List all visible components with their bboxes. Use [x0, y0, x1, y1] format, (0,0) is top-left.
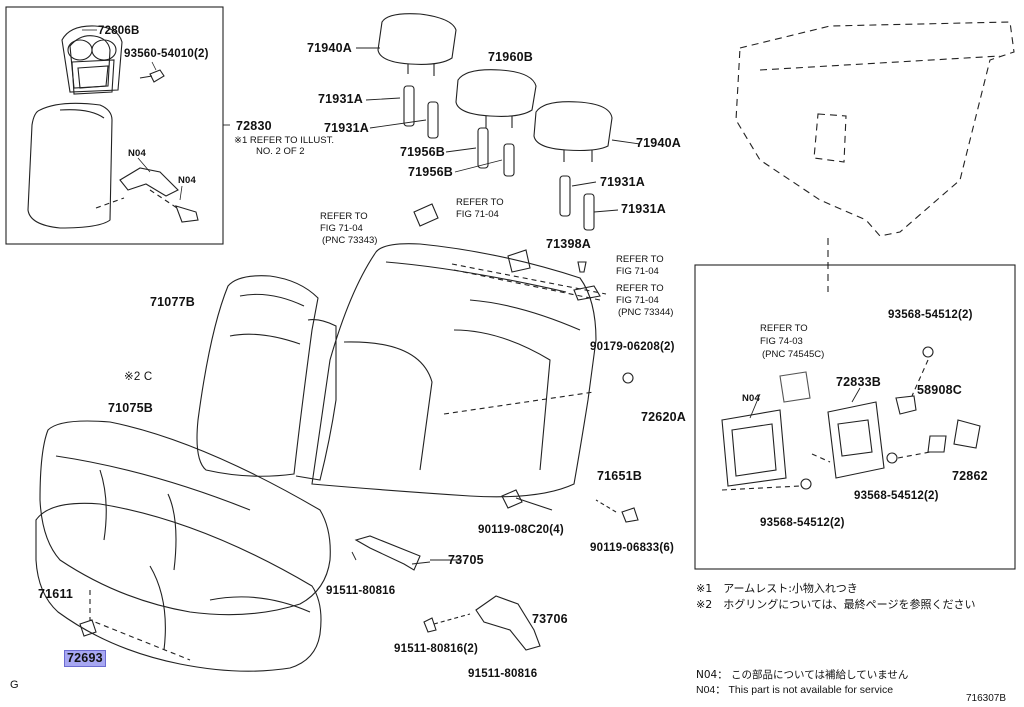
part-91511-80816-b[interactable]: 91511-80816(2) — [394, 643, 479, 655]
part-71931A-3[interactable]: 71931A — [600, 175, 645, 189]
part-71077B[interactable]: 71077B — [150, 295, 195, 309]
refer-fig-71-04-c2: FIG 71-04 — [616, 266, 659, 277]
part-90119-08C20[interactable]: 90119-08C20(4) — [478, 524, 564, 536]
part-71931A-4[interactable]: 71931A — [621, 202, 666, 216]
n04-label-3: N04 — [742, 393, 761, 404]
n04-label-2: N04 — [178, 175, 197, 186]
refer-fig-71-04-b: REFER TO — [320, 211, 368, 222]
refer-fig-74-03-2: FIG 74-03 — [760, 336, 803, 347]
refer-pnc-74545C: (PNC 74545C) — [762, 349, 825, 360]
part-72806B[interactable]: 72806B — [98, 25, 140, 37]
part-71398A[interactable]: 71398A — [546, 237, 591, 251]
part-71611[interactable]: 71611 — [38, 587, 74, 601]
part-90119-06833[interactable]: 90119-06833(6) — [590, 542, 675, 554]
refer-fig-71-04-d2: FIG 71-04 — [616, 295, 659, 306]
part-72833B[interactable]: 72833B — [836, 375, 881, 389]
inset-parts-drawing — [721, 346, 981, 491]
part-71956B-2[interactable]: 71956B — [408, 165, 453, 179]
seat-cushion-drawing — [35, 420, 331, 672]
figure-code: 716307B — [966, 693, 1007, 704]
refer-fig-71-04-a2: FIG 71-04 — [456, 209, 499, 220]
part-93568-54512-b[interactable]: 93568-54512(2) — [854, 490, 939, 502]
part-93560-54010[interactable]: 93560-54010(2) — [124, 48, 209, 60]
part-72620A[interactable]: 72620A — [641, 410, 686, 424]
part-91511-80816-c[interactable]: 91511-80816 — [468, 668, 538, 680]
part-72693-highlighted[interactable]: 72693 — [64, 650, 106, 667]
bolt-drawing — [622, 372, 634, 384]
part-93568-54512-a[interactable]: 93568-54512(2) — [888, 309, 973, 321]
part-71956B-1[interactable]: 71956B — [400, 145, 445, 159]
refer-fig-71-04-d: REFER TO — [616, 283, 664, 294]
part-72830[interactable]: 72830 — [236, 119, 272, 133]
package-tray-drawing — [735, 21, 1015, 292]
note-no-2-of-2: NO. 2 OF 2 — [256, 146, 305, 157]
seat-back-right-drawing — [311, 243, 597, 498]
part-71960B[interactable]: 71960B — [488, 50, 533, 64]
clip-72693-drawing — [79, 619, 97, 637]
note-refer-illust: ※1 REFER TO ILLUST. — [234, 135, 335, 146]
part-73706[interactable]: 73706 — [532, 612, 568, 626]
clip-drawing — [413, 203, 439, 227]
part-71940A-right[interactable]: 71940A — [636, 136, 681, 150]
refer-fig-71-04-a: REFER TO — [456, 197, 504, 208]
footnote-n04-jp: N04： この部品については補給していません — [696, 669, 909, 681]
part-73705[interactable]: 73705 — [448, 553, 484, 567]
part-91511-80816-a[interactable]: 91511-80816 — [326, 585, 396, 597]
hog-ring-ref: ※2 C — [124, 371, 153, 383]
part-72862[interactable]: 72862 — [952, 469, 988, 483]
package-tray-inset-box — [694, 264, 1016, 570]
footnote-armrest: ※1 アームレスト:小物入れつき — [696, 582, 858, 595]
part-71651B[interactable]: 71651B — [597, 469, 642, 483]
headrest-left-drawing — [377, 13, 457, 76]
belt-guide-73706-drawing — [475, 595, 541, 651]
part-93568-54512-c[interactable]: 93568-54512(2) — [760, 517, 845, 529]
part-58908C[interactable]: 58908C — [917, 383, 962, 397]
footnote-hog-ring: ※2 ホグリングについては、最終ページを参照ください — [696, 598, 976, 611]
part-90179-06208[interactable]: 90179-06208(2) — [590, 341, 675, 353]
cup-holder-drawing — [61, 25, 123, 95]
corner-code: G — [10, 679, 19, 691]
refer-fig-71-04-b2: FIG 71-04 — [320, 223, 363, 234]
seat-back-left-drawing — [196, 275, 337, 481]
part-71931A-1[interactable]: 71931A — [318, 92, 363, 106]
armrest-body-drawing — [27, 102, 113, 229]
armrest-inset-box — [5, 6, 224, 245]
n04-label-1: N04 — [128, 148, 147, 159]
refer-fig-71-04-c: REFER TO — [616, 254, 664, 265]
headrest-center-drawing — [455, 69, 537, 128]
footnote-n04-en: N04： This part is not available for serv… — [696, 684, 894, 696]
part-71931A-2[interactable]: 71931A — [324, 121, 369, 135]
bracket-drawing — [119, 167, 179, 197]
headrest-right-drawing — [533, 101, 613, 162]
refer-fig-74-03: REFER TO — [760, 323, 808, 334]
part-71940A-left[interactable]: 71940A — [307, 41, 352, 55]
part-71075B[interactable]: 71075B — [108, 401, 153, 415]
refer-pnc-73344: (PNC 73344) — [618, 307, 674, 318]
belt-guide-73705-drawing — [354, 535, 421, 571]
screw-drawing — [139, 69, 165, 83]
refer-pnc-73343: (PNC 73343) — [322, 235, 378, 246]
